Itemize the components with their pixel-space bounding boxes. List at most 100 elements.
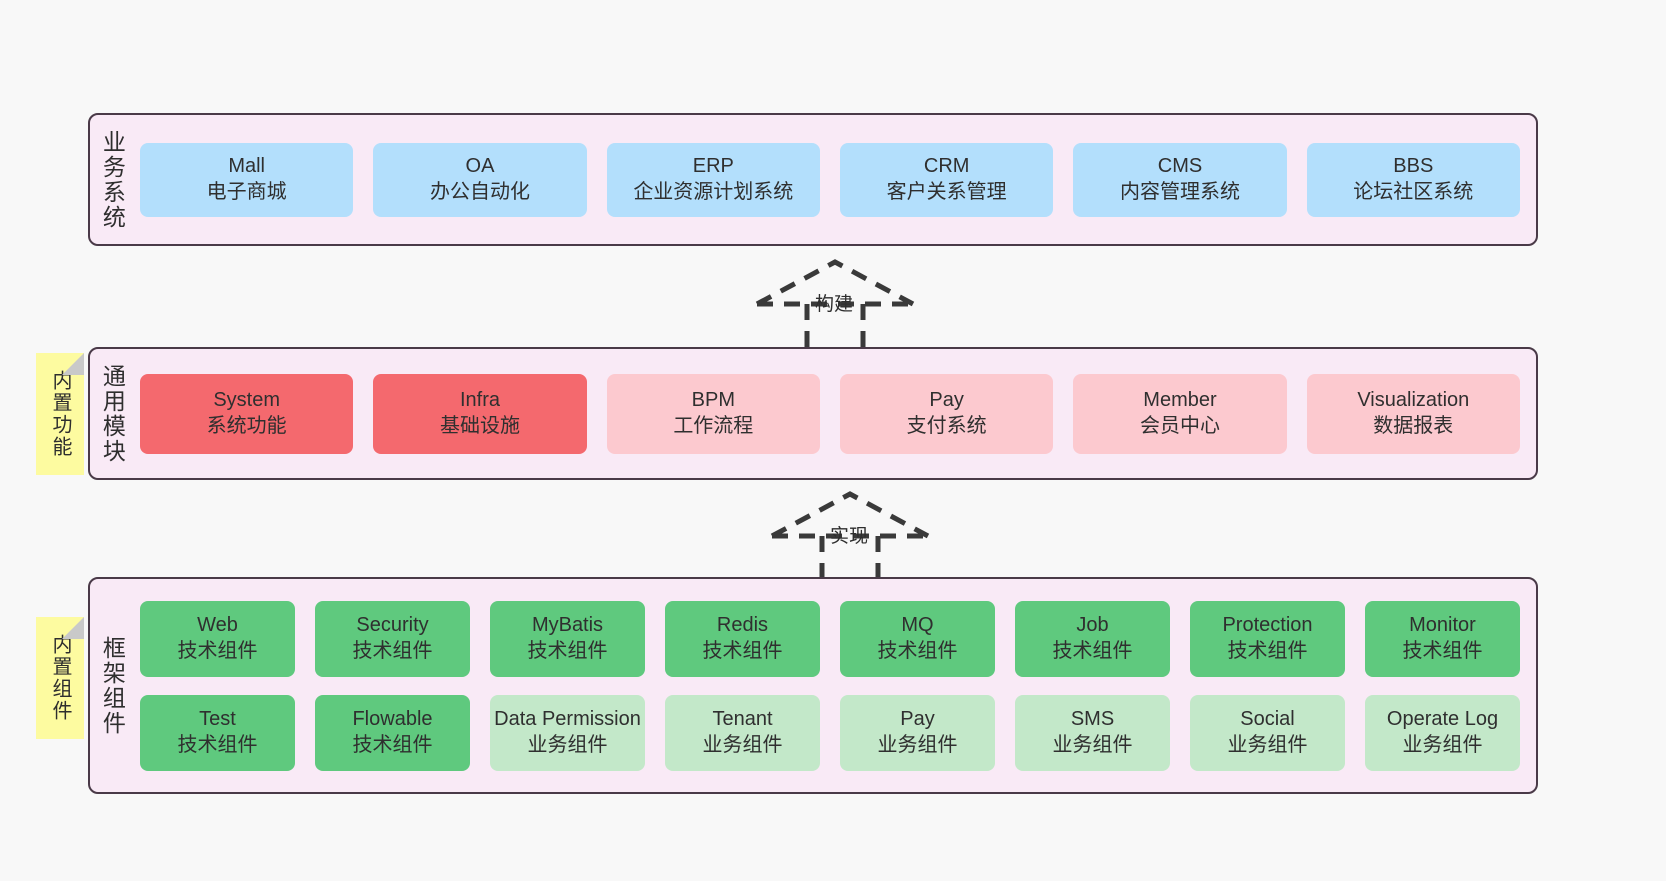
- layer-title-business: 业务系统: [99, 129, 126, 230]
- node-label-en: ERP: [692, 154, 734, 177]
- node-label-cn: 业务组件: [1052, 733, 1133, 756]
- node-label-cn: 会员中心: [1139, 414, 1220, 437]
- node-label-en: Flowable: [352, 707, 433, 730]
- node-monitor[interactable]: Monitor 技术组件: [1365, 600, 1520, 677]
- node-pay-module[interactable]: Pay 支付系统: [839, 373, 1054, 454]
- node-label-cn: 业务组件: [1227, 733, 1308, 756]
- sticky-note-label: 内置组件: [49, 634, 71, 722]
- node-system[interactable]: System 系统功能: [140, 373, 354, 454]
- node-label-cn: 技术组件: [352, 733, 433, 756]
- node-label-cn: 系统功能: [206, 414, 287, 437]
- node-label-cn: 技术组件: [1402, 639, 1483, 662]
- node-label-cn: 技术组件: [352, 639, 433, 662]
- node-label-cn: 电子商城: [206, 180, 287, 203]
- node-label-en: BPM: [691, 388, 735, 411]
- layer-body-common: System 系统功能 Infra 基础设施 BPM 工作流程 Pay 支付系统…: [134, 349, 1536, 478]
- node-label-en: Member: [1143, 388, 1217, 411]
- node-web[interactable]: Web 技术组件: [140, 600, 295, 677]
- node-label-en: Pay: [900, 707, 935, 730]
- node-label-cn: 业务组件: [877, 733, 958, 756]
- node-label-en: SMS: [1070, 707, 1115, 730]
- layer-body-frame: Web 技术组件 Security 技术组件 MyBatis 技术组件 Redi…: [134, 579, 1536, 792]
- node-bbs[interactable]: BBS 论坛社区系统: [1306, 142, 1520, 217]
- node-mybatis[interactable]: MyBatis 技术组件: [490, 600, 645, 677]
- node-row: Test 技术组件 Flowable 技术组件 Data Permission …: [140, 694, 1520, 771]
- node-label-cn: 技术组件: [177, 733, 258, 756]
- layer-framework-component: 框架组件 Web 技术组件 Security 技术组件 MyBatis 技术组件…: [88, 577, 1538, 794]
- node-mall[interactable]: Mall 电子商城: [140, 142, 354, 217]
- connector-build: 构建: [745, 256, 925, 348]
- node-redis[interactable]: Redis 技术组件: [665, 600, 820, 677]
- layer-title-frame: 框架组件: [99, 635, 126, 736]
- node-label-en: Web: [197, 613, 238, 636]
- node-label-en: Operate Log: [1386, 707, 1499, 730]
- node-label-cn: 技术组件: [1052, 639, 1133, 662]
- node-label-cn: 技术组件: [177, 639, 258, 662]
- node-label-en: Pay: [929, 388, 964, 411]
- node-label-en: Infra: [459, 388, 500, 411]
- node-bpm[interactable]: BPM 工作流程: [606, 373, 820, 454]
- node-label-cn: 业务组件: [1402, 733, 1483, 756]
- node-crm[interactable]: CRM 客户关系管理: [839, 142, 1054, 217]
- node-job[interactable]: Job 技术组件: [1015, 600, 1170, 677]
- node-label-cn: 业务组件: [702, 733, 783, 756]
- sticky-note-label: 内置功能: [49, 370, 71, 458]
- node-row: Mall 电子商城 OA 办公自动化 ERP 企业资源计划系统 CRM 客户关系…: [140, 142, 1520, 217]
- node-label-cn: 技术组件: [877, 639, 958, 662]
- layer-common-module: 通用模块 System 系统功能 Infra 基础设施 BPM 工作流程 Pay…: [88, 347, 1538, 480]
- node-label-cn: 客户关系管理: [886, 180, 1007, 203]
- node-cms[interactable]: CMS 内容管理系统: [1073, 142, 1287, 217]
- node-label-en: CMS: [1157, 154, 1203, 177]
- node-label-en: Tenant: [712, 707, 773, 730]
- node-label-en: Job: [1076, 613, 1109, 636]
- node-label-en: Mall: [228, 154, 265, 177]
- node-tenant[interactable]: Tenant 业务组件: [665, 694, 820, 771]
- node-security[interactable]: Security 技术组件: [315, 600, 470, 677]
- connector-implement: 实现: [760, 488, 940, 580]
- node-label-en: Protection: [1222, 613, 1313, 636]
- node-label-cn: 技术组件: [527, 639, 608, 662]
- node-label-cn: 支付系统: [906, 414, 987, 437]
- node-label-cn: 工作流程: [673, 414, 754, 437]
- node-mq[interactable]: MQ 技术组件: [840, 600, 995, 677]
- node-label-en: CRM: [923, 154, 970, 177]
- node-visualization[interactable]: Visualization 数据报表: [1306, 373, 1520, 454]
- node-label-cn: 论坛社区系统: [1353, 180, 1474, 203]
- node-label-cn: 业务组件: [527, 733, 608, 756]
- node-label-en: System: [213, 388, 280, 411]
- node-label-en: MyBatis: [531, 613, 604, 636]
- node-label-en: Monitor: [1409, 613, 1476, 636]
- node-member[interactable]: Member 会员中心: [1073, 373, 1287, 454]
- dashed-hollow-arrow-icon: [755, 259, 915, 348]
- node-label-en: Data Permission: [494, 707, 641, 730]
- node-label-cn: 技术组件: [702, 639, 783, 662]
- dashed-hollow-arrow-icon: [770, 491, 930, 580]
- node-row: System 系统功能 Infra 基础设施 BPM 工作流程 Pay 支付系统…: [140, 373, 1520, 454]
- node-row: Web 技术组件 Security 技术组件 MyBatis 技术组件 Redi…: [140, 600, 1520, 677]
- node-label-en: MQ: [901, 613, 934, 636]
- node-label-cn: 企业资源计划系统: [633, 180, 794, 203]
- node-label-cn: 基础设施: [439, 414, 520, 437]
- node-label-en: Security: [356, 613, 429, 636]
- layer-body-business: Mall 电子商城 OA 办公自动化 ERP 企业资源计划系统 CRM 客户关系…: [134, 115, 1536, 244]
- sticky-note-builtin-features: 内置功能: [36, 353, 84, 475]
- node-label-cn: 内容管理系统: [1119, 180, 1240, 203]
- node-protection[interactable]: Protection 技术组件: [1190, 600, 1345, 677]
- node-flowable[interactable]: Flowable 技术组件: [315, 694, 470, 771]
- node-label-cn: 办公自动化: [429, 180, 530, 203]
- layer-business-system: 业务系统 Mall 电子商城 OA 办公自动化 ERP 企业资源计划系统 CRM…: [88, 113, 1538, 246]
- node-social[interactable]: Social 业务组件: [1190, 694, 1345, 771]
- node-sms[interactable]: SMS 业务组件: [1015, 694, 1170, 771]
- node-data-permission[interactable]: Data Permission 业务组件: [490, 694, 645, 771]
- node-test[interactable]: Test 技术组件: [140, 694, 295, 771]
- layer-title-common: 通用模块: [99, 363, 126, 464]
- node-label-en: Test: [199, 707, 236, 730]
- node-operate-log[interactable]: Operate Log 业务组件: [1365, 694, 1520, 771]
- node-erp[interactable]: ERP 企业资源计划系统: [606, 142, 820, 217]
- node-label-en: OA: [465, 154, 495, 177]
- node-infra[interactable]: Infra 基础设施: [373, 373, 587, 454]
- node-pay-component[interactable]: Pay 业务组件: [840, 694, 995, 771]
- node-oa[interactable]: OA 办公自动化: [373, 142, 587, 217]
- node-label-en: BBS: [1393, 154, 1434, 177]
